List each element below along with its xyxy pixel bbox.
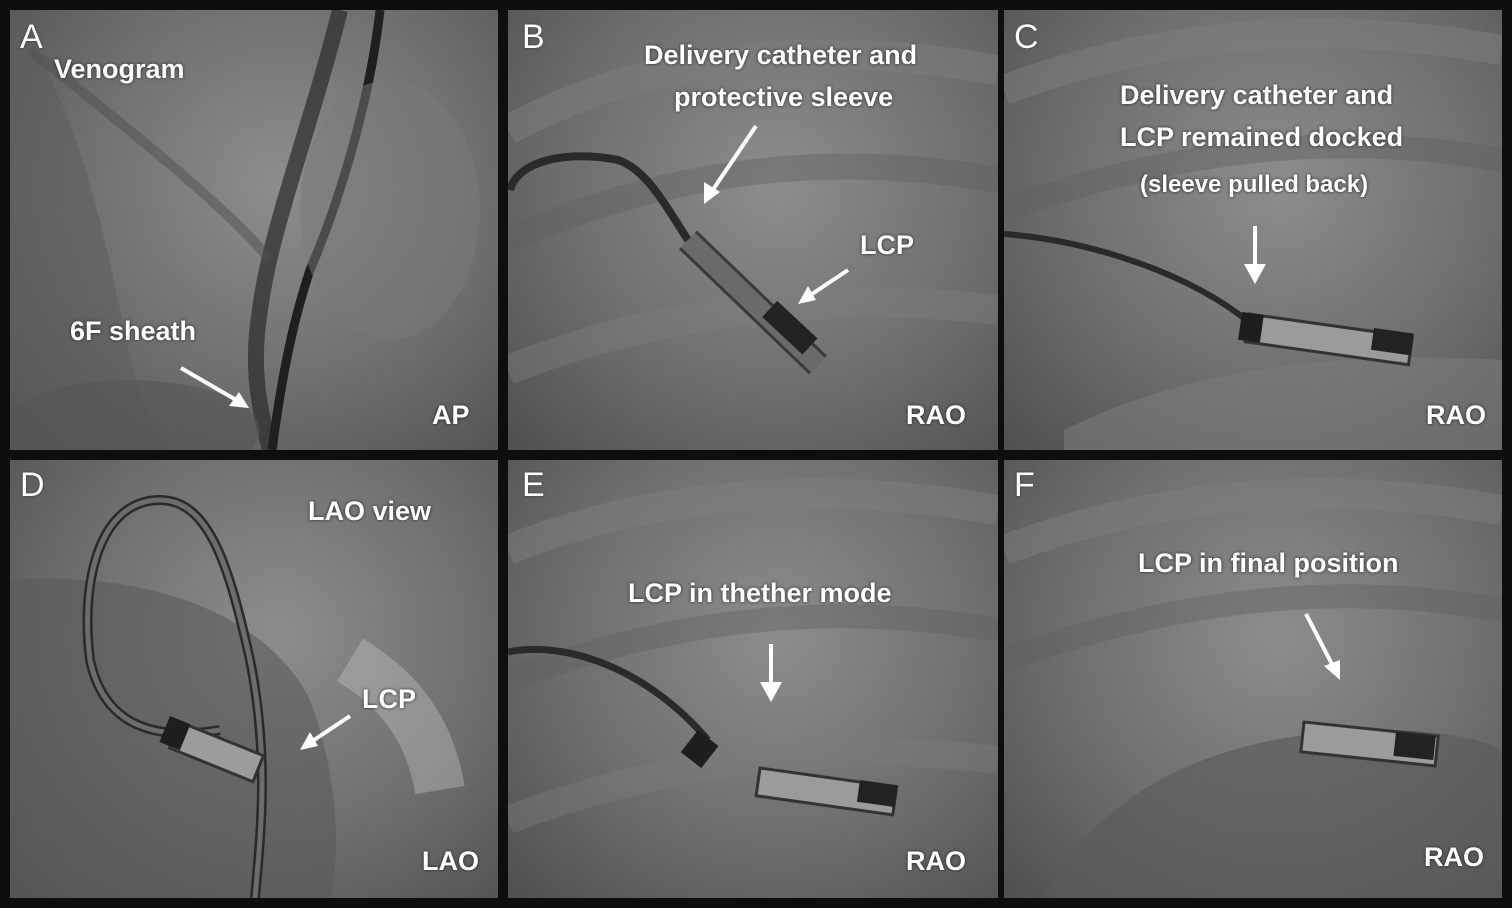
panel-c-view-label: RAO xyxy=(1426,400,1486,430)
panel-a-label-sheath: 6F sheath xyxy=(70,316,197,346)
panel-e-letter: E xyxy=(522,466,545,504)
panel-f-letter: F xyxy=(1014,466,1035,504)
panel-e-arrow-icon xyxy=(760,644,782,702)
panel-c-label-line-3: (sleeve pulled back) xyxy=(1140,171,1369,198)
panel-c: C Delivery catheter and LCP remained doc… xyxy=(1004,10,1502,450)
panel-a-view-label: AP xyxy=(432,400,470,430)
panel-d-arrow-icon xyxy=(300,714,352,750)
panel-d-label-lao-view: LAO view xyxy=(308,496,432,526)
panel-c-label-line-2: LCP remained docked xyxy=(1120,122,1404,152)
panel-f-label-final-position: LCP in final position xyxy=(1138,548,1399,578)
panel-b-fluoroscopy-image xyxy=(508,39,998,384)
panel-e: E LCP in thether mode RAO xyxy=(508,460,998,898)
panel-d-fluoroscopy-image xyxy=(10,494,465,898)
panel-b-label-lcp: LCP xyxy=(860,230,914,260)
panel-f-view-label: RAO xyxy=(1424,842,1484,872)
panel-a-label-venogram: Venogram xyxy=(54,54,185,84)
panel-c-label-line-1: Delivery catheter and xyxy=(1120,80,1394,110)
panel-c-letter: C xyxy=(1014,18,1039,56)
panel-b-letter: B xyxy=(522,18,545,56)
panel-d-label-lcp: LCP xyxy=(362,684,416,714)
panel-d-view-label: LAO xyxy=(422,846,479,876)
panel-e-view-label: RAO xyxy=(906,846,966,876)
panel-b-label-catheter-2: protective sleeve xyxy=(674,82,894,112)
panel-f-arrow-icon xyxy=(1304,613,1340,680)
panel-b-view-label: RAO xyxy=(906,400,966,430)
panel-a: A Venogram 6F sheath AP xyxy=(10,10,498,450)
panel-c-fluoroscopy-image xyxy=(1004,18,1502,450)
panel-b-arrow-lcp-icon xyxy=(798,268,850,304)
panel-f: F LCP in final position RAO xyxy=(1004,460,1502,898)
panel-a-arrow-icon xyxy=(179,366,249,408)
panel-c-arrow-icon xyxy=(1244,226,1266,284)
panel-b-arrow-sleeve-icon xyxy=(704,124,758,204)
panel-d: D LAO view LCP LAO xyxy=(10,460,498,898)
panel-d-letter: D xyxy=(20,466,45,504)
panel-a-letter: A xyxy=(20,18,43,56)
panel-b: B Delivery catheter and protective sleev… xyxy=(508,10,998,450)
panel-b-label-catheter-1: Delivery catheter and xyxy=(644,40,918,70)
panel-e-label-tether-mode: LCP in thether mode xyxy=(628,578,892,608)
panel-f-fluoroscopy-image xyxy=(1004,478,1502,898)
panel-e-fluoroscopy-image xyxy=(508,478,998,834)
panel-a-fluoroscopy-image xyxy=(10,10,480,450)
